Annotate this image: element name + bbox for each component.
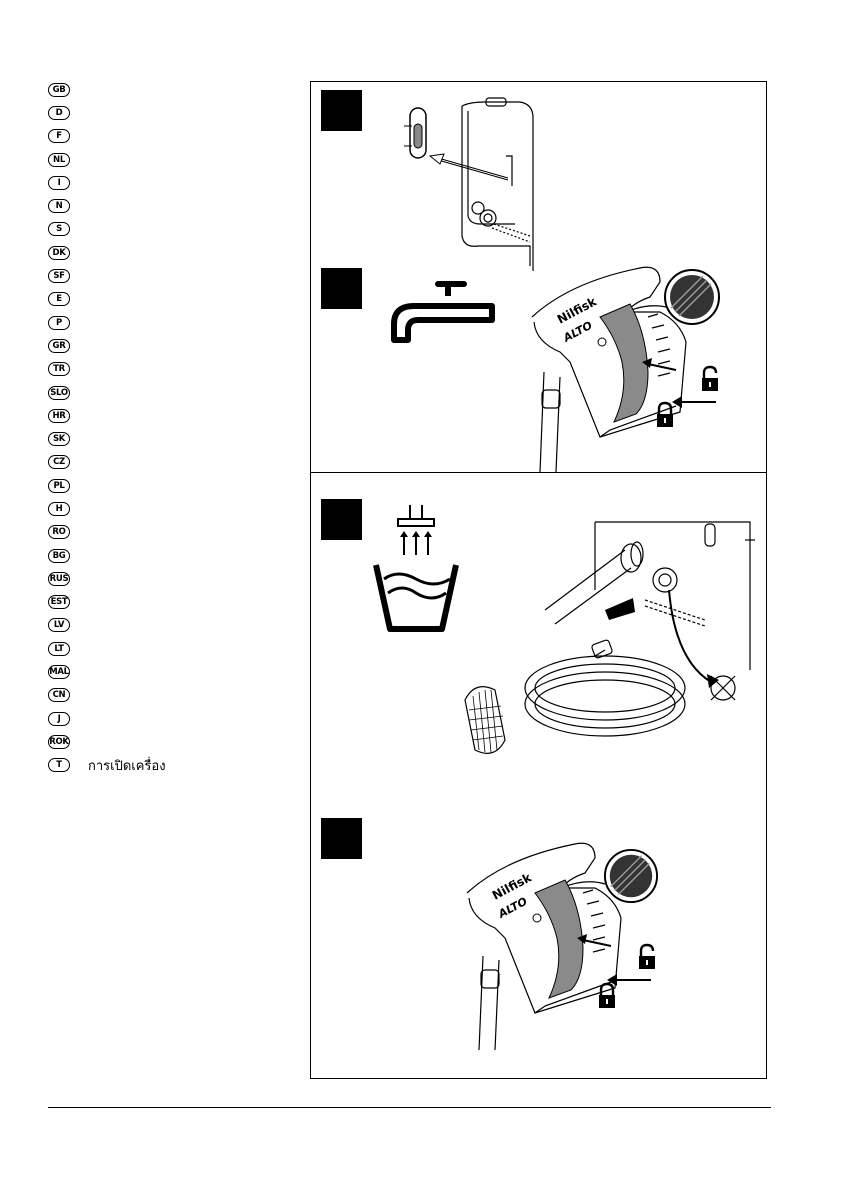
step-4-marker xyxy=(321,818,362,859)
language-row-lv: LV xyxy=(48,614,288,637)
language-code-badge: DK xyxy=(48,246,70,260)
step-1-marker xyxy=(321,90,362,131)
language-row-sk: SK xyxy=(48,427,288,450)
unlock-icon xyxy=(700,366,720,392)
water-basin-icon xyxy=(372,505,462,633)
language-code-badge: ROK xyxy=(48,735,70,749)
language-row-cz: CZ xyxy=(48,451,288,474)
language-code-badge: SF xyxy=(48,269,70,283)
language-row-bg: BG xyxy=(48,544,288,567)
no-spray-icon xyxy=(603,848,659,904)
language-code-badge: LT xyxy=(48,642,70,656)
language-code-badge: LV xyxy=(48,618,70,632)
language-row-t: T การเปิดเครื่อง xyxy=(48,754,288,777)
language-code-badge: CN xyxy=(48,688,70,702)
language-row-est: EST xyxy=(48,591,288,614)
language-row-h: H xyxy=(48,497,288,520)
language-row-d: D xyxy=(48,101,288,124)
language-code-badge: P xyxy=(48,316,70,330)
language-code-badge: RO xyxy=(48,525,70,539)
language-row-f: F xyxy=(48,125,288,148)
step-3-marker xyxy=(321,499,362,540)
language-code-badge: I xyxy=(48,176,70,190)
language-code-badge: NL xyxy=(48,153,70,167)
language-code-badge: D xyxy=(48,106,70,120)
water-tap-icon xyxy=(386,280,496,342)
language-code-badge: MAL xyxy=(48,665,70,679)
language-list: GB D F NL I N S DK SF E P GR TR SLO xyxy=(48,78,288,777)
level-indicator-icon xyxy=(404,108,426,158)
step-2-marker xyxy=(321,268,362,309)
language-row-rok: ROK xyxy=(48,730,288,753)
language-row-gb: GB xyxy=(48,78,288,101)
spray-gun-illustration-step-2: Nilfisk ALTO xyxy=(530,262,755,472)
language-row-s: S xyxy=(48,218,288,241)
language-code-badge: RUS xyxy=(48,572,70,586)
language-row-dk: DK xyxy=(48,241,288,264)
language-row-rus: RUS xyxy=(48,567,288,590)
language-row-mal: MAL xyxy=(48,660,288,683)
language-row-e: E xyxy=(48,288,288,311)
language-code-badge: CZ xyxy=(48,455,70,469)
machine-body-icon xyxy=(462,98,533,271)
language-row-tr: TR xyxy=(48,358,288,381)
language-row-nl: NL xyxy=(48,148,288,171)
step-1-illustration xyxy=(390,96,540,271)
no-spray-icon xyxy=(663,268,721,326)
language-code-badge: J xyxy=(48,712,70,726)
language-row-p: P xyxy=(48,311,288,334)
language-row-gr: GR xyxy=(48,334,288,357)
language-row-slo: SLO xyxy=(48,381,288,404)
language-code-badge: PL xyxy=(48,479,70,493)
language-code-badge: E xyxy=(48,292,70,306)
language-row-j: J xyxy=(48,707,288,730)
lock-icon xyxy=(597,983,617,1009)
language-row-ro: RO xyxy=(48,521,288,544)
filter-icon xyxy=(465,687,505,754)
language-code-badge: HR xyxy=(48,409,70,423)
arrow-icon xyxy=(430,154,508,180)
language-row-lt: LT xyxy=(48,637,288,660)
language-row-n: N xyxy=(48,194,288,217)
language-row-cn: CN xyxy=(48,684,288,707)
language-row-hr: HR xyxy=(48,404,288,427)
language-code-badge: SK xyxy=(48,432,70,446)
language-row-pl: PL xyxy=(48,474,288,497)
footer-rule xyxy=(48,1107,771,1108)
language-row-i: I xyxy=(48,171,288,194)
language-code-badge: EST xyxy=(48,595,70,609)
language-code-badge: S xyxy=(48,222,70,236)
brand-text-top: Nilfisk xyxy=(555,294,600,327)
frame-divider xyxy=(310,472,767,473)
language-code-badge: BG xyxy=(48,549,70,563)
language-code-badge: TR xyxy=(48,362,70,376)
language-code-badge: N xyxy=(48,199,70,213)
lock-icon xyxy=(655,402,675,428)
language-code-badge: T xyxy=(48,758,70,772)
language-code-badge: H xyxy=(48,502,70,516)
step-3-illustration xyxy=(455,520,755,770)
language-code-badge: SLO xyxy=(48,386,70,400)
language-text: การเปิดเครื่อง xyxy=(88,755,166,776)
language-row-sf: SF xyxy=(48,264,288,287)
language-code-badge: GB xyxy=(48,83,70,97)
language-code-badge: F xyxy=(48,129,70,143)
language-code-badge: GR xyxy=(48,339,70,353)
brand-text-top: Nilfisk xyxy=(490,870,535,903)
unlock-icon xyxy=(637,944,657,970)
